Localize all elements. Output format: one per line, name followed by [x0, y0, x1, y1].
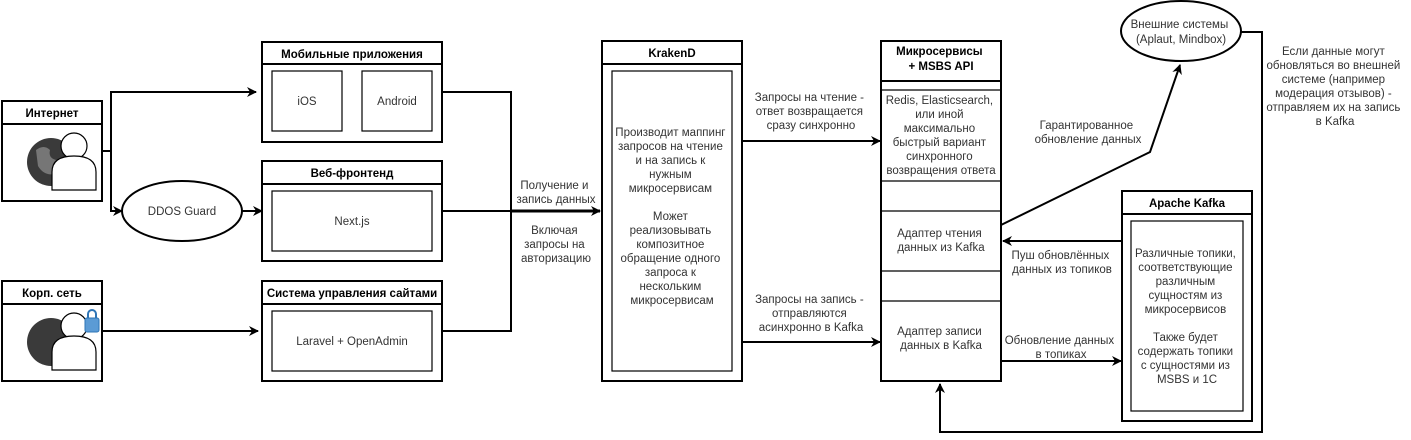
krakend-container: KrakenD Производит маппинг запросов на ч…	[601, 40, 743, 382]
ddos-guard-label: DDOS Guard	[148, 206, 216, 218]
gateway-edge-bottom: Включая запросы на авторизацию	[521, 225, 591, 265]
external-systems-node: Внешние системы (Aplaut, Mindbox)	[1120, 0, 1242, 62]
globe-user-icon	[27, 132, 97, 191]
ios-node	[271, 70, 343, 132]
kafka-reader-node: Адаптер чтения данных из Kafka	[881, 210, 1001, 272]
external-systems-label: Внешние системы (Aplaut, Mindbox)	[1131, 19, 1232, 46]
nextjs-label: Next.js	[334, 216, 369, 228]
krakend-title: KrakenD	[648, 48, 695, 60]
kafka-reader-label: Адаптер чтения данных из Kafka	[897, 228, 985, 254]
cms-container: Система управления сайтами Laravel + Ope…	[261, 280, 443, 382]
edge-mobile-to-merge	[442, 91, 512, 211]
internet-title: Интернет	[25, 108, 78, 120]
gateway-edge-top: Получение и запись данных	[516, 180, 595, 206]
edge-internet-to-ddos	[110, 151, 123, 216]
edge-internet-to-mobile	[102, 87, 257, 152]
mobile-title: Мобильные приложения	[281, 49, 423, 61]
guaranteed-update-label: Гарантированное обновление данных	[1035, 120, 1142, 146]
ddos-guard-node: DDOS Guard	[121, 180, 243, 242]
external-note: Если данные могут обновляться во внешней…	[1266, 46, 1403, 128]
krakend-description: Производит маппинг запросов на чтение и …	[615, 127, 728, 307]
nextjs-node	[271, 190, 433, 252]
microservices-title: Микросервисы + MSBS API	[896, 46, 986, 73]
android-label: Android	[377, 96, 417, 108]
edges	[102, 31, 1263, 433]
cms-title: Система управления сайтами	[267, 288, 437, 300]
microservices-container: Микросервисы + MSBS API Redis, Elasticse…	[880, 40, 1002, 382]
laravel-label: Laravel + OpenAdmin	[296, 336, 408, 348]
kafka-description: Различные топики, соответствующие различ…	[1135, 248, 1239, 386]
web-title: Веб-фронтенд	[311, 168, 395, 180]
web-frontend-container: Веб-фронтенд Next.js	[261, 160, 443, 262]
kafka-container: Apache Kafka Различные топики, соответст…	[1121, 190, 1253, 422]
mobile-apps-container: Мобильные приложения iOS Android	[261, 41, 443, 143]
cache-node: Redis, Elasticsearch, или иной максималь…	[881, 95, 1001, 182]
internet-source: Интернет	[1, 100, 103, 202]
laravel-node	[271, 310, 433, 372]
edge-cms-to-merge	[442, 211, 512, 332]
write-edge-label: Запросы на запись - отправляются асинхро…	[755, 294, 867, 334]
kafka-title: Apache Kafka	[1149, 198, 1226, 210]
edge-external-to-kafka	[935, 31, 1263, 433]
android-node	[361, 70, 433, 132]
gateway-edge-label: Получение и запись данных Включая запрос…	[513, 176, 597, 265]
ios-label: iOS	[297, 96, 317, 108]
globe-user-lock-icon	[27, 309, 100, 371]
corp-title: Корп. сеть	[22, 288, 82, 300]
cache-label: Redis, Elasticsearch, или иной максималь…	[886, 95, 997, 177]
update-edge-label: Обновление данных в топиках	[1005, 335, 1118, 361]
edge-reader-to-external	[1000, 64, 1182, 226]
push-edge-label: Пуш обновлённых данных из топиков	[1011, 250, 1112, 276]
corp-source: Корп. сеть	[1, 280, 103, 382]
read-edge-label: Запросы на чтение - ответ возвращается с…	[755, 92, 867, 132]
kafka-writer-node: Адаптер записи данных в Kafka	[881, 300, 1001, 352]
kafka-writer-label: Адаптер записи данных в Kafka	[897, 326, 985, 352]
